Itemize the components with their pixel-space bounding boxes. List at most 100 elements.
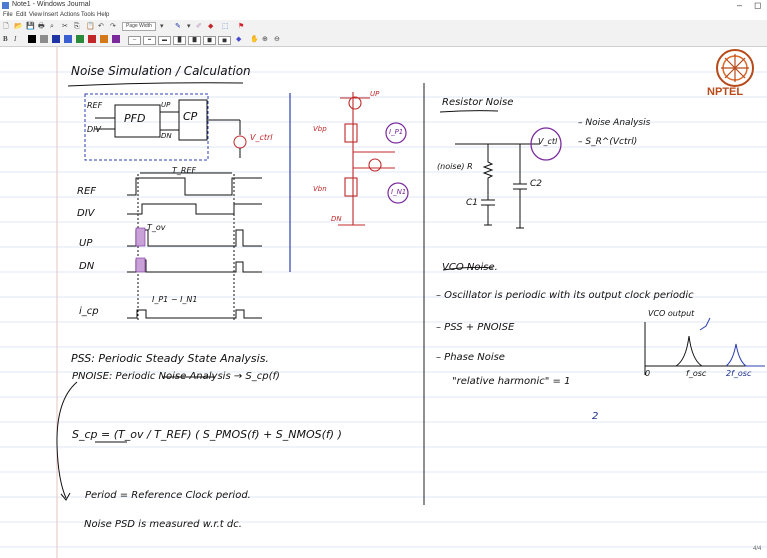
menu-actions[interactable]: Actions [60, 12, 80, 18]
psd-note: Noise PSD is measured w.r.t dc. [84, 519, 242, 530]
up-switch-label: UP [370, 90, 380, 98]
nptel-emblem-icon [716, 49, 754, 87]
pen-width-5[interactable]: ▇ [188, 36, 201, 45]
paste-icon[interactable]: 📋 [86, 23, 95, 30]
phase-noise-note: – Phase Noise [436, 352, 505, 363]
pss-pnoise-note: – PSS + PNOISE [436, 322, 515, 333]
resistor-noise-circuit [455, 143, 540, 229]
in1-source-label: I_N1 [391, 188, 407, 196]
standard-toolbar: 🗋 📂 💾 🖶 ⌕ ✂ ⎘ 📋 ↶ ↷ Page Width ▾ ✎ ▾ ✐ ◆… [0, 20, 767, 33]
minimize-button[interactable]: – [737, 0, 743, 10]
menu-tools[interactable]: Tools [81, 12, 96, 18]
menu-edit[interactable]: Edit [16, 12, 27, 18]
selection-tool-icon[interactable]: ⬚ [222, 23, 229, 30]
new-note-icon[interactable]: 🗋 [3, 23, 9, 30]
dn-wire-label: DN [161, 132, 172, 140]
div-input-label: DIV [87, 125, 101, 134]
italic-icon[interactable]: I [14, 35, 17, 43]
ip1-minus-in1-label: I_P1 − I_N1 [152, 295, 198, 304]
ref-input-label: REF [87, 101, 103, 110]
pen-width-4[interactable]: █ [173, 36, 186, 45]
pen-swatch-green[interactable] [76, 35, 84, 43]
sr-item: – S_R^(Vctrl) [578, 137, 638, 147]
pen-swatch-red[interactable] [88, 35, 96, 43]
vbp-label: Vbp [313, 125, 327, 133]
zoom-out-icon[interactable]: ⊖ [274, 36, 280, 43]
bold-icon[interactable]: B [3, 35, 8, 43]
undo-icon[interactable]: ↶ [98, 23, 104, 30]
menu-file[interactable]: File [3, 12, 13, 18]
ref-waveform-label: REF [77, 186, 97, 197]
vctl-node-label: V_ctl [538, 137, 558, 146]
relative-harmonic-note: "relative harmonic" = 1 [452, 376, 571, 387]
menu-bar: File Edit View Insert Actions Tools Help [0, 11, 767, 20]
pen-dropdown-icon[interactable]: ▾ [187, 23, 191, 30]
cp-block-label: CP [183, 110, 198, 123]
pen-swatch-darkblue[interactable] [52, 35, 60, 43]
menu-view[interactable]: View [29, 12, 42, 18]
menu-help[interactable]: Help [97, 12, 110, 18]
dn-waveform-label: DN [79, 261, 95, 272]
current-source-circles [385, 122, 409, 204]
highlighter-icon[interactable]: ✐ [196, 23, 202, 30]
eraser-icon[interactable]: ◆ [208, 23, 214, 30]
journal-page[interactable] [0, 47, 767, 558]
c2-label: C2 [530, 179, 543, 189]
vco-noise-heading: VCO Noise. [442, 262, 498, 273]
print-icon[interactable]: 🖶 [38, 23, 45, 30]
open-icon[interactable]: 📂 [14, 23, 23, 30]
pnoise-bracket [56, 381, 78, 499]
menu-insert[interactable]: Insert [43, 12, 59, 18]
pen-tool-icon[interactable]: ✎ [175, 23, 181, 30]
pen-width-3[interactable]: ▬ [158, 36, 171, 45]
icp-waveform-label: i_cp [79, 306, 99, 317]
copy-icon[interactable]: ⎘ [74, 23, 80, 30]
fosc-peak [675, 335, 703, 367]
c1-label: C1 [466, 198, 479, 208]
vco-spectrum-plot [644, 322, 745, 375]
oscillator-note: – Oscillator is periodic with its output… [436, 290, 694, 301]
pen-width-1[interactable]: ─ [128, 36, 141, 45]
pen-swatch-blue[interactable] [64, 35, 72, 43]
flag-icon[interactable]: ⚑ [238, 23, 245, 30]
vctl-circle [530, 127, 562, 161]
pen-width-2[interactable]: ━ [143, 36, 156, 45]
pen-width-6[interactable]: ▆ [203, 36, 216, 45]
pen-swatch-purple[interactable] [112, 35, 120, 43]
zoom-select[interactable]: Page Width [122, 22, 156, 31]
tref-label: T_REF [172, 166, 197, 175]
highlighter-color-icon[interactable]: ◆ [236, 36, 242, 43]
up-waveform-label: UP [79, 238, 93, 249]
vctrl-label: V_ctrl [250, 133, 273, 142]
zoom-in-icon[interactable]: ⊕ [262, 36, 268, 43]
overlap-shading [135, 227, 146, 273]
pnoise-definition: PNOISE: Periodic Noise Analysis → S_cp(f… [72, 371, 280, 382]
nptel-logo: NPTEL [707, 48, 763, 105]
pss-definition: PSS: Periodic Steady State Analysis. [71, 352, 269, 365]
pen-swatch-black[interactable] [28, 35, 36, 43]
vbn-label: Vbn [313, 185, 327, 193]
2fosc-peak [725, 343, 747, 367]
heading-noise-simulation: Noise Simulation / Calculation [71, 64, 251, 78]
pen-toolbar: B I ─ ━ ▬ █ ▇ ▆ ▅ ◆ ✋ ⊕ ⊖ [0, 33, 767, 47]
dn-switch-label: DN [331, 215, 342, 223]
noise-resistor-label: (noise) R [437, 162, 473, 171]
window-title: Note1 - Windows Journal [12, 1, 91, 8]
resistor-noise-heading: Resistor Noise [442, 97, 514, 108]
maximize-button[interactable]: ◻ [754, 0, 762, 10]
vco-output-axis-label: VCO output [648, 309, 695, 318]
save-icon[interactable]: 💾 [26, 23, 35, 30]
pen-width-7[interactable]: ▅ [218, 36, 231, 45]
search-icon[interactable]: ⌕ [50, 23, 54, 30]
pen-swatch-gray[interactable] [40, 35, 48, 43]
redo-icon[interactable]: ↷ [110, 23, 116, 30]
zoom-dropdown-icon[interactable]: ▾ [160, 23, 164, 30]
pen-swatch-orange[interactable] [100, 35, 108, 43]
hand-tool-icon[interactable]: ✋ [250, 36, 259, 43]
cut-icon[interactable]: ✂ [62, 23, 68, 30]
page-number: 4/4 [753, 546, 762, 552]
ruled-lines [0, 71, 767, 548]
scp-equation: S_cp = (T_ov / T_REF) ( S_PMOS(f) + S_NM… [72, 428, 342, 441]
pfd-block-label: PFD [124, 112, 146, 125]
